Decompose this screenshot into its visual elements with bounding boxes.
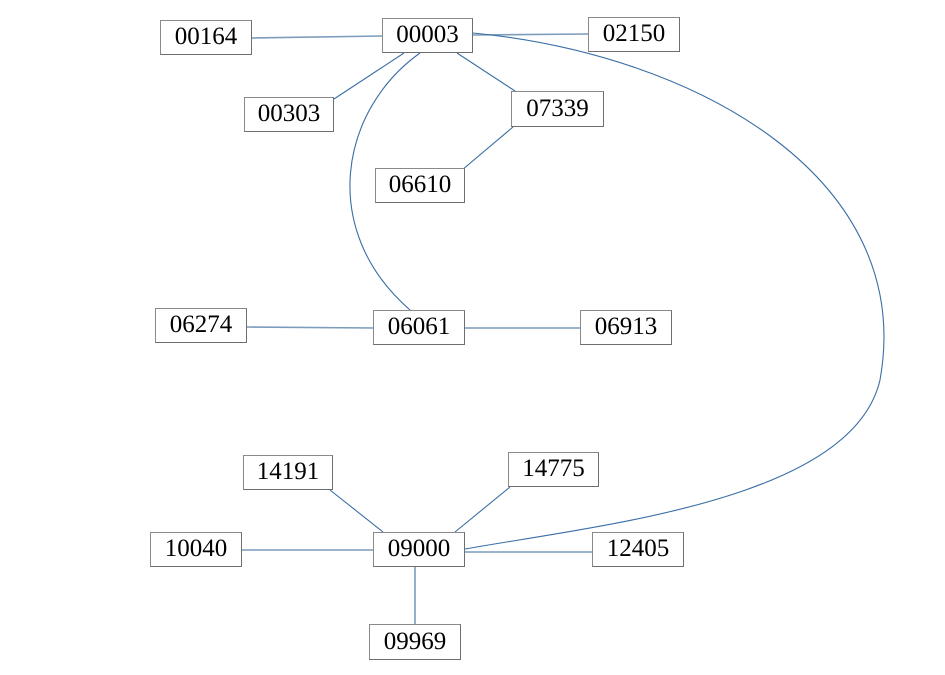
graph-node-00003[interactable]: 00003 [382,18,473,53]
graph-node-02150[interactable]: 02150 [588,17,680,52]
graph-node-label: 06610 [388,171,452,198]
graph-node-label: 10040 [164,535,228,562]
graph-node-label: 06274 [169,311,233,338]
graph-node-label: 07339 [526,94,589,122]
graph-node-06610[interactable]: 06610 [375,168,465,203]
graph-node-label: 09969 [383,627,447,655]
graph-node-14775[interactable]: 14775 [508,452,599,487]
graph-node-09000[interactable]: 09000 [373,532,465,567]
graph-node-label: 00303 [257,100,321,127]
graph-node-label: 00003 [396,21,459,48]
graph-node-label: 14775 [522,455,585,482]
graph-node-07339[interactable]: 07339 [511,91,604,127]
graph-node-00164[interactable]: 00164 [160,20,252,55]
graph-node-label: 12405 [606,535,670,562]
graph-node-label: 00164 [174,23,238,50]
graph-node-label: 14191 [256,458,320,485]
graph-node-00303[interactable]: 00303 [244,97,334,132]
graph-node-10040[interactable]: 10040 [150,532,242,567]
graph-node-06274[interactable]: 06274 [155,308,247,343]
graph-node-06061[interactable]: 06061 [373,310,465,345]
graph-node-label: 09000 [387,535,451,562]
graph-node-06913[interactable]: 06913 [580,310,672,345]
graph-node-label: 06913 [594,313,658,340]
graph-node-label: 06061 [387,313,451,340]
graph-node-14191[interactable]: 14191 [243,455,333,490]
graph-node-label: 02150 [602,20,666,47]
graph-node-12405[interactable]: 12405 [592,532,684,567]
graph-node-09969[interactable]: 09969 [369,624,461,660]
